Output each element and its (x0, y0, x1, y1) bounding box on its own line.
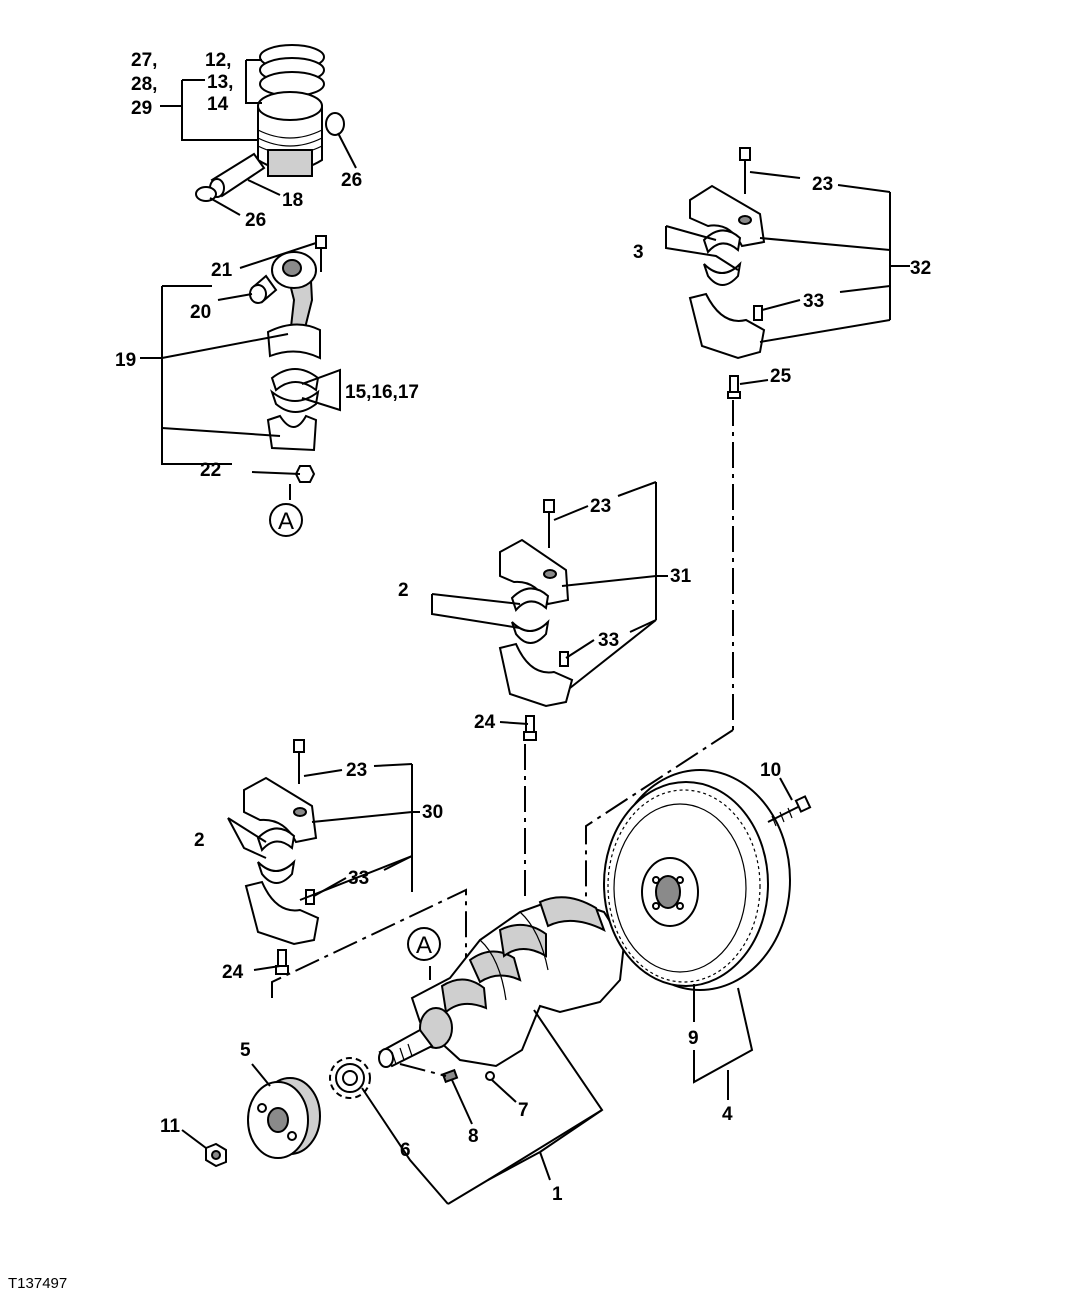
snap-ring-right (325, 112, 345, 136)
main-bearing-rear-inserts (702, 229, 742, 286)
callout-31: 31 (670, 566, 692, 587)
callout-10: 10 (760, 760, 781, 781)
callout-23-middle: 23 (590, 496, 611, 517)
piston (257, 91, 323, 177)
callout-13: 13, (207, 72, 233, 93)
main-bearing-front-bolt (293, 739, 305, 784)
callout-14: 14 (207, 94, 229, 115)
piston-rings (259, 44, 325, 97)
callout-2-lower: 2 (194, 830, 205, 851)
callout-9: 9 (688, 1028, 699, 1049)
reference-circle-a-crank: A (407, 927, 441, 961)
reference-letter-a-top: A (278, 508, 294, 535)
callout-19: 19 (115, 350, 136, 371)
callout-8: 8 (468, 1126, 479, 1147)
callout-6: 6 (400, 1140, 411, 1161)
callout-33-middle: 33 (598, 630, 619, 651)
callout-4: 4 (722, 1104, 733, 1125)
main-bearing-center-bolt (543, 499, 555, 548)
connecting-rod (266, 251, 321, 360)
rod-cap (266, 414, 318, 452)
main-bearing-center-bolt-lower (523, 715, 537, 741)
main-bearing-rear-bolt-lower (727, 375, 741, 399)
callout-29: 29 (131, 98, 152, 119)
figure-id: T137497 (8, 1275, 67, 1292)
callout-27: 27, (131, 50, 157, 71)
callout-15-16-17: 15,16,17 (345, 382, 419, 403)
crank-ball (485, 1071, 495, 1081)
callout-30: 30 (422, 802, 443, 823)
rod-bushing (249, 274, 278, 304)
rod-bolt (315, 235, 327, 272)
crankshaft-nut (205, 1142, 227, 1168)
main-bearing-front-bolt-lower (275, 949, 289, 975)
callout-26-bottom: 26 (245, 210, 266, 231)
callout-22: 22 (200, 460, 221, 481)
main-bearing-front-lower-cap (244, 880, 320, 946)
callout-18: 18 (282, 190, 303, 211)
callout-33-lower: 33 (348, 868, 369, 889)
rod-bearing-inserts (270, 368, 320, 413)
callout-2-middle: 2 (398, 580, 409, 601)
main-bearing-front-upper-cap (243, 776, 318, 844)
callout-21: 21 (211, 260, 233, 281)
main-bearing-rear-lower-cap (688, 292, 766, 360)
callout-24-middle: 24 (474, 712, 496, 733)
crankshaft-hub (247, 1077, 321, 1159)
main-bearing-center-inserts (510, 587, 550, 644)
crankshaft (378, 896, 626, 1068)
callout-24-lower: 24 (222, 962, 244, 983)
callout-1: 1 (552, 1184, 563, 1205)
callout-20: 20 (190, 302, 211, 323)
flywheel (603, 769, 791, 991)
callout-3: 3 (633, 242, 644, 263)
callout-33-top-right: 33 (803, 291, 824, 312)
callout-28: 28, (131, 74, 157, 95)
callout-12: 12, (205, 50, 231, 71)
reference-letter-a-crank: A (416, 932, 432, 959)
woodruff-key (441, 1068, 459, 1084)
callout-7: 7 (518, 1100, 529, 1121)
main-bearing-front-inserts (256, 827, 296, 884)
callout-32: 32 (910, 258, 931, 279)
crankshaft-gear (329, 1057, 371, 1099)
main-bearing-center-lower-cap (498, 642, 574, 708)
callout-23-lower: 23 (346, 760, 367, 781)
callout-11: 11 (160, 1116, 181, 1137)
reference-circle-a-top: A (269, 503, 303, 537)
callout-5: 5 (240, 1040, 251, 1061)
callout-25: 25 (770, 366, 792, 387)
flywheel-bolt (767, 795, 812, 827)
piston-pin (209, 152, 266, 198)
callout-23-top-right: 23 (812, 174, 833, 195)
callout-26-top: 26 (341, 170, 362, 191)
main-bearing-rear-bolt (739, 147, 751, 194)
